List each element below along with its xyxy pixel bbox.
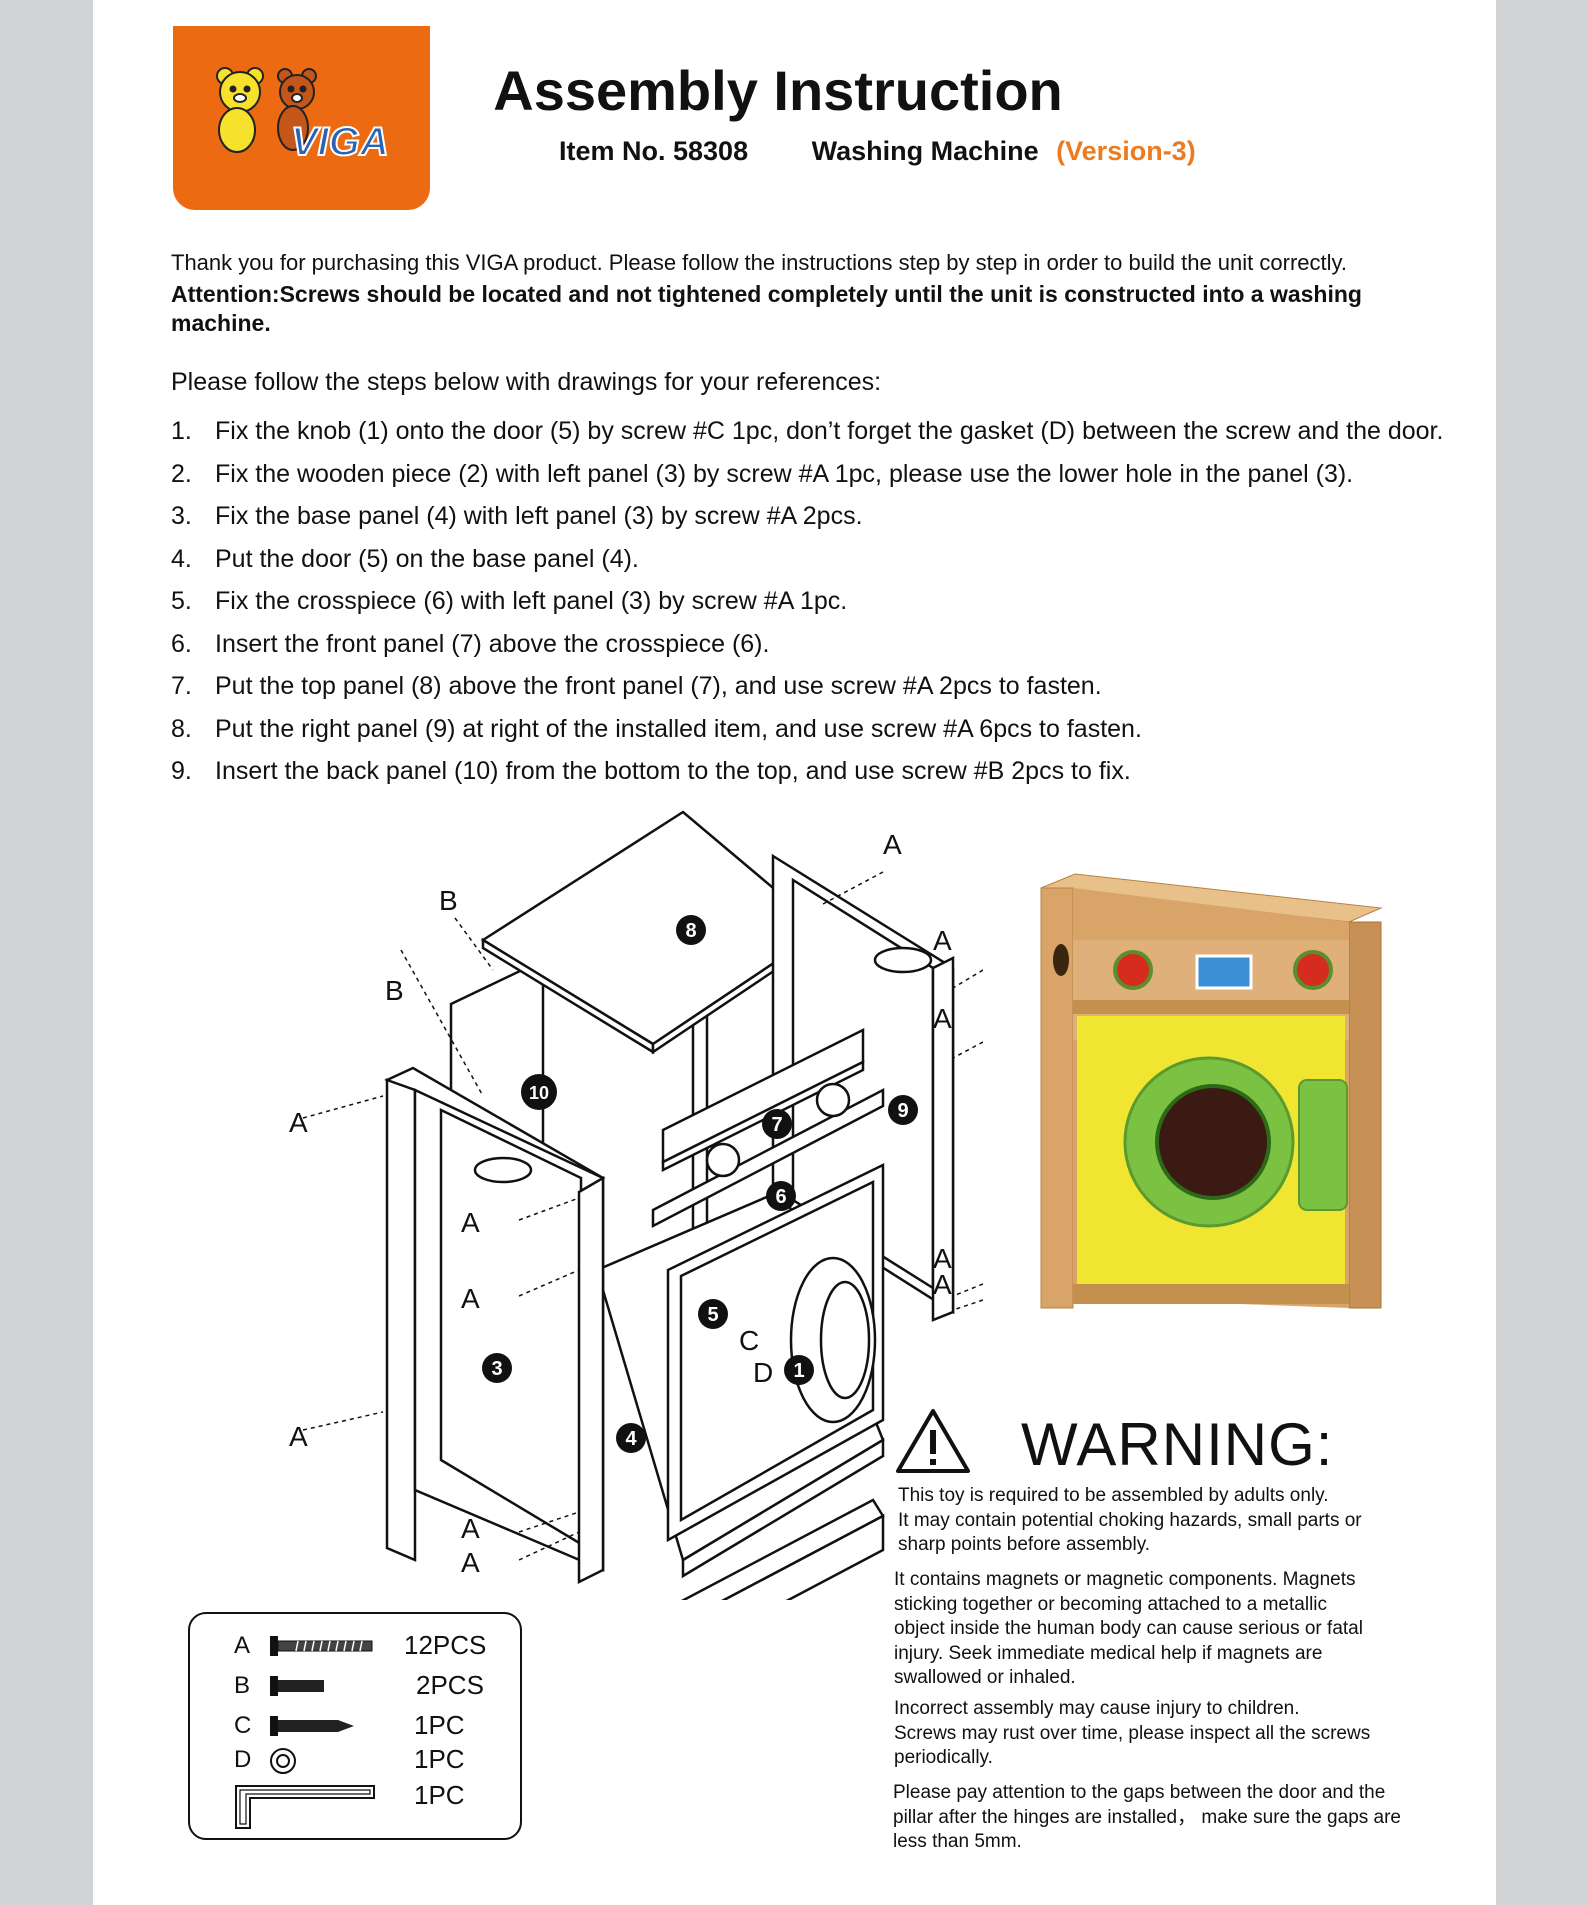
svg-text:10: 10 [529, 1083, 549, 1103]
hex-key-icon [235, 1785, 375, 1829]
screw-label: C [739, 1325, 759, 1356]
bears-icon [216, 67, 317, 153]
screw-label: A [461, 1547, 480, 1578]
screw-b-icon [270, 1676, 324, 1696]
screw-a-icon [270, 1636, 373, 1656]
step-item: 5.Fix the crosspiece (6) with left panel… [171, 587, 848, 615]
steps-list: 1.Fix the knob (1) onto the door (5) by … [171, 410, 1443, 793]
screw-label: B [439, 885, 458, 916]
step-item: 4.Put the door (5) on the base panel (4)… [171, 544, 639, 573]
part-letter: C [234, 1712, 252, 1739]
svg-text:8: 8 [685, 920, 696, 942]
version-label: (Version-3) [1056, 136, 1196, 166]
svg-text:3: 3 [491, 1358, 502, 1380]
warning-icon [896, 1409, 970, 1473]
step-item: 7.Put the top panel (8) above the front … [171, 672, 1102, 700]
parts-list: A 12PCS B 2PCS C 1PC D 1PC 1PC [188, 1612, 522, 1840]
part-qty: 1PC [414, 1744, 465, 1774]
part-callout: 3 [482, 1353, 512, 1383]
intro-attention: Attention:Screws should be located and n… [171, 281, 1362, 336]
warning-paragraph: It contains magnets or magnetic componen… [894, 1569, 1363, 1688]
screw-label: A [933, 1003, 952, 1034]
warning-paragraph: Please pay attention to the gaps between… [893, 1782, 1401, 1852]
svg-text:1: 1 [793, 1360, 804, 1382]
step-item: 3.Fix the base panel (4) with left panel… [171, 502, 863, 530]
part-callout: 5 [698, 1299, 728, 1329]
viga-logo-word: VIGA [290, 119, 390, 165]
item-number: Item No. 58308 [559, 136, 749, 166]
gasket-d-icon [270, 1748, 296, 1774]
part-letter: D [234, 1746, 252, 1773]
screw-label: A [289, 1107, 308, 1138]
step-item: 2.Fix the wooden piece (2) with left pan… [171, 459, 1354, 488]
screw-label: B [385, 975, 404, 1006]
product-photo [1033, 870, 1388, 1310]
svg-text:4: 4 [625, 1428, 637, 1450]
part-letter: A [234, 1632, 251, 1659]
product-name: Washing Machine [811, 136, 1039, 166]
screw-label: A [289, 1421, 308, 1452]
step-item: 6.Insert the front panel (7) above the c… [171, 629, 770, 658]
warning-title: WARNING: [1021, 1411, 1334, 1478]
warning-paragraph: This toy is required to be assembled by … [898, 1485, 1362, 1555]
viga-logo: VIGA [173, 26, 430, 210]
exploded-diagram: A A A A A A A A A A A B B C D 8 10 9 7 6… [289, 810, 983, 1600]
step-item: 1.Fix the knob (1) onto the door (5) by … [171, 417, 1444, 445]
part-callout: 8 [676, 915, 706, 945]
part-callout: 9 [888, 1095, 918, 1125]
screw-label: A [933, 925, 952, 956]
svg-text:6: 6 [775, 1186, 786, 1208]
warning-paragraph: Incorrect assembly may cause injury to c… [894, 1698, 1371, 1768]
screw-label: A [461, 1207, 480, 1238]
part-callout: 10 [521, 1074, 557, 1110]
svg-text:7: 7 [771, 1114, 782, 1136]
part-callout: 1 [784, 1355, 814, 1385]
intro-thanks: Thank you for purchasing this VIGA produ… [171, 250, 1347, 275]
part-callout: 6 [766, 1181, 796, 1211]
screw-label: A [461, 1513, 480, 1544]
screw-label: A [933, 1243, 952, 1274]
screw-label: A [883, 829, 902, 860]
part-qty: 2PCS [416, 1670, 484, 1700]
part-callout: 4 [616, 1423, 646, 1453]
svg-text:9: 9 [897, 1100, 908, 1122]
screw-label: A [933, 1269, 952, 1300]
item-subline: Item No. 58308 Washing Machine (Version-… [559, 136, 1196, 167]
screw-label: A [461, 1283, 480, 1314]
part-letter: B [234, 1672, 251, 1699]
part-callout: 7 [762, 1109, 792, 1139]
part-qty: 1PC [414, 1710, 465, 1740]
steps-lead: Please follow the steps below with drawi… [171, 368, 882, 396]
screw-c-icon [270, 1716, 354, 1736]
gasket-label: D [753, 1357, 773, 1388]
step-item: 9.Insert the back panel (10) from the bo… [171, 757, 1131, 785]
crosspiece-6 [651, 1087, 885, 1229]
svg-text:5: 5 [707, 1304, 718, 1326]
part-qty: 12PCS [404, 1630, 487, 1660]
step-item: 8.Put the right panel (9) at right of th… [171, 714, 1142, 743]
page-title: Assembly Instruction [493, 59, 1063, 122]
part-qty: 1PC [414, 1780, 465, 1810]
instruction-sheet: VIGA Assembly Instruction Item No. 58308… [93, 0, 1496, 1905]
